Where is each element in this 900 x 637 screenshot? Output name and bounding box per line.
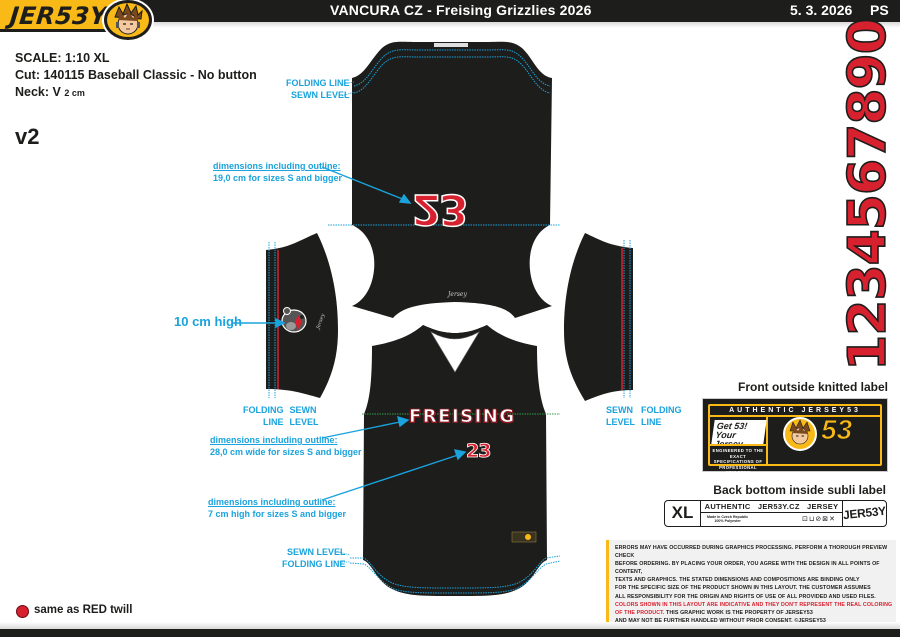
knit-label-header: AUTHENTIC JERSEY53: [710, 406, 880, 417]
brand-bar: [0, 0, 118, 32]
subli-size: XL: [665, 501, 701, 526]
neck-label: Neck: V 2 cm: [15, 84, 257, 102]
subli-made-line1: Made in Czech Republic: [707, 515, 749, 519]
legend-text: same as RED twill: [34, 604, 133, 616]
disclaimer-line: TEXTS AND GRAPHICS. THE STATED DIMENSION…: [615, 577, 860, 584]
knit-get-your-jersey: Get 53! Your Jersey: [711, 420, 767, 449]
knit-engineered-text: ENGINEERED TO THE EXACT SPECIFICATIONS O…: [710, 444, 766, 475]
care-symbols-icon: ⊡⊔⊘⊠✕: [802, 516, 836, 523]
front-text-dim-detail: 28,0 cm wide for sizes S and bigger: [210, 447, 362, 457]
disclaimer-property: THIS GRAPHIC WORK IS THE PROPERTY OF JER…: [664, 609, 813, 616]
disclaimer-line: FOR THE SPECIFIC SIZE OF THE PRODUCT SHO…: [615, 585, 871, 592]
front-number-annotation: dimensions including outline: 7 cm high …: [208, 496, 346, 520]
red-twill-swatch: [16, 605, 29, 618]
top-sewn-level-label: SEWN LEVEL: [290, 90, 350, 100]
right-sleeve-guides-annotation: SEWN LEVEL FOLDING LINE: [606, 404, 682, 428]
date-label: 5. 3. 2026: [790, 2, 853, 18]
left-sewn-label: SEWN: [289, 405, 317, 415]
knit-eng-line3: PROFESSIONAL ATHLETES: [719, 464, 757, 476]
disclaimer-box: ERRORS MAY HAVE OCCURRED DURING GRAPHICS…: [606, 540, 896, 624]
svg-text:Jersey: Jersey: [315, 313, 326, 331]
spec-info: SCALE: 1:10 XL Cut: 140115 Baseball Clas…: [15, 50, 257, 102]
bottom-folding-line-label: FOLDING LINE: [282, 559, 346, 569]
subli-authentic: AUTHENTIC: [704, 502, 751, 511]
header-bar: [0, 0, 900, 22]
author-initials: PS: [870, 2, 889, 18]
disclaimer-color-warning: COLORS SHOWN IN THIS LAYOUT ARE INDICATI…: [615, 601, 893, 608]
front-number: 23: [466, 440, 492, 463]
front-jock-tag: [511, 531, 537, 543]
disclaimer-line: AND MAY NOT BE FURTHER HANDLED WITHOUT P…: [615, 617, 826, 624]
footer-shadow: [0, 622, 900, 629]
disclaimer-line: OF THE PRODUCT. THIS GRAPHIC WORK IS THE…: [615, 609, 896, 617]
right-sleeve: [564, 233, 633, 401]
page-title: VANCURA CZ - Freising Grizzlies 2026: [330, 2, 592, 18]
left-level-label: LEVEL: [289, 417, 319, 427]
front-label-title: Front outside knitted label: [737, 380, 888, 394]
cut-label: Cut: 140115 Baseball Classic - No button: [15, 68, 257, 82]
knit-eng-line1: ENGINEERED TO THE EXACT: [712, 448, 764, 459]
back-label-title: Back bottom inside subli label: [713, 483, 886, 497]
sleeve-logo-annotation: 10 cm high: [174, 314, 242, 329]
right-line-label: LINE: [641, 417, 662, 427]
disclaimer-line: ALL RESPONSIBILITY FOR THE ORIGIN AND RI…: [615, 593, 876, 600]
grizzly-logo-icon: [281, 307, 307, 333]
version-label: v2: [15, 124, 40, 149]
number-font-sample-text: 1234567890: [837, 18, 899, 371]
bottom-guides-annotation: SEWN LEVEL FOLDING LINE: [282, 546, 346, 570]
front-panel: [363, 325, 547, 596]
subli-made-line2: 100% Polyester: [714, 519, 741, 523]
back-number-annotation: dimensions including outline: 19,0 cm fo…: [213, 160, 342, 184]
left-line-label: LINE: [262, 417, 284, 427]
subli-made-in: Made in Czech Republic 100% Polyester: [707, 515, 748, 523]
back-number-dim-detail: 19,0 cm for sizes S and bigger: [213, 173, 343, 183]
back-subli-label: XL AUTHENTIC JER53Y.CZ JERSEY Made in Cz…: [664, 500, 887, 527]
back-signature: Jersey: [446, 291, 467, 298]
neck-value: 2 cm: [64, 88, 85, 98]
subli-brand-logo: JER53Y: [842, 503, 887, 523]
footer-bar: [0, 629, 900, 637]
knit-mascot-face-icon: [783, 417, 817, 451]
disclaimer-color-warning-end: OF THE PRODUCT.: [615, 609, 665, 616]
scale-label: SCALE: 1:10 XL: [15, 51, 110, 65]
neck-label-text: Neck: V: [15, 85, 61, 99]
front-knitted-label: AUTHENTIC JERSEY53 Get 53! Your Jersey E…: [702, 398, 888, 475]
neck-tag: [434, 43, 468, 47]
right-folding-label: FOLDING: [641, 405, 682, 415]
mascot-face-icon: [104, 0, 152, 40]
knit-53-logo: 53: [820, 414, 853, 446]
front-text-annotation: dimensions including outline: 28,0 cm wi…: [210, 434, 362, 458]
back-number-dim-title: dimensions including outline:: [213, 161, 341, 171]
number-font-sample: 1234567890: [837, 18, 899, 371]
right-sewn-label: SEWN: [606, 405, 633, 415]
left-sleeve-guides-annotation: FOLDING LINE SEWN LEVEL: [243, 404, 319, 428]
disclaimer-line: BEFORE ORDERING. BY PLACING YOUR ORDER, …: [615, 561, 880, 576]
subli-jersey: JERSEY: [806, 502, 839, 511]
knit-eng-line2: SPECIFICATIONS OF: [713, 459, 763, 464]
bottom-sewn-level-label: SEWN LEVEL: [286, 547, 346, 557]
top-folding-line-label: FOLDING LINE: [286, 78, 350, 88]
front-number-dim-detail: 7 cm high for sizes S and bigger: [208, 509, 347, 519]
front-team-text: FREISING: [409, 406, 516, 428]
disclaimer-line: ERRORS MAY HAVE OCCURRED DURING GRAPHICS…: [615, 545, 888, 560]
left-folding-label: FOLDING: [243, 405, 284, 415]
right-level-label: LEVEL: [606, 417, 636, 427]
front-number-dim-title: dimensions including outline:: [208, 497, 336, 507]
back-panel: [352, 41, 552, 319]
v-neck-opening: [430, 331, 480, 373]
front-text-dim-title: dimensions including outline:: [210, 435, 338, 445]
header-shadow: [0, 22, 900, 28]
subli-site: JER53Y.CZ: [757, 502, 800, 511]
back-number: 23: [411, 184, 467, 235]
top-guides-annotation: FOLDING LINE SEWN LEVEL: [286, 77, 350, 101]
